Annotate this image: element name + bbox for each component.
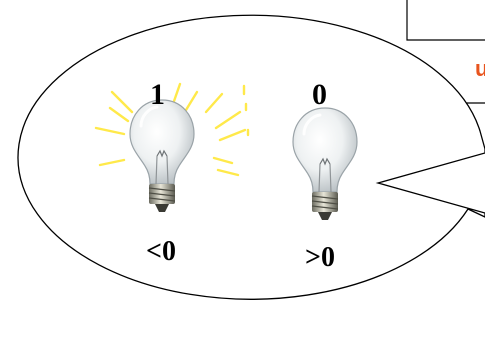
bulb-on-value: 1 [150, 80, 165, 110]
background-box [407, 0, 485, 40]
bulb-off-value: 0 [312, 80, 327, 110]
bulb-off-condition: >0 [305, 244, 335, 272]
bulb-on-condition: <0 [146, 238, 176, 266]
edge-text-fragment: u [475, 58, 485, 82]
speech-bubble [18, 15, 485, 299]
